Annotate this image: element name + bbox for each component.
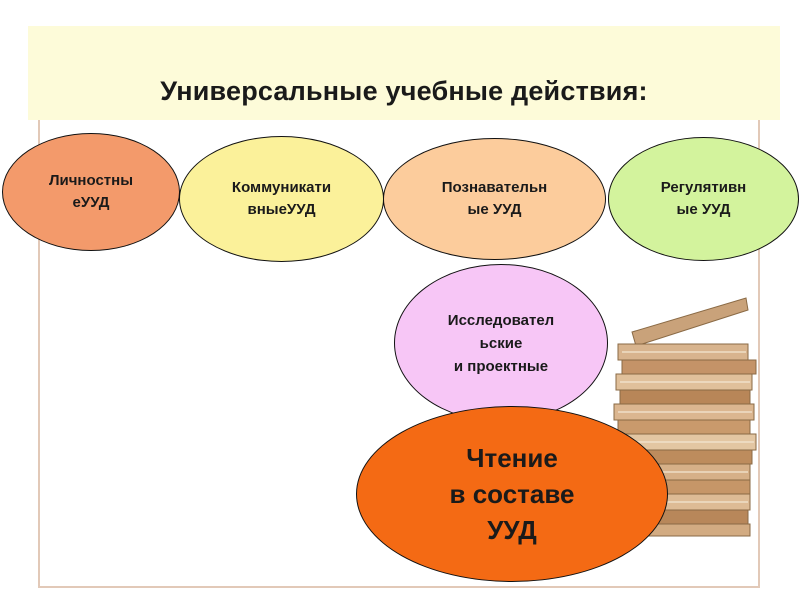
slide-title: Универсальные учебные действия: — [160, 76, 648, 106]
reading-in-uud-node: Чтение в составе УУД — [356, 406, 668, 582]
personal-uud-label: Личностны еУУД — [48, 172, 134, 211]
regulatory-uud-node: Регулятивн ые УУД — [608, 137, 799, 261]
cognitive-uud-label: Познавательн ые УУД — [441, 179, 548, 218]
regulatory-uud-label: Регулятивн ые УУД — [660, 179, 747, 218]
books-stack-image — [609, 297, 757, 537]
research-projects-node: Исследовател ьские и проектные — [394, 264, 608, 422]
title-band — [28, 26, 780, 120]
communicative-uud-label: Коммуникати вныеУУД — [231, 179, 332, 218]
research-projects-label: Исследовател ьские и проектные — [447, 311, 555, 375]
personal-uud-node: Личностны еУУД — [2, 133, 180, 251]
cognitive-uud-node: Познавательн ые УУД — [383, 138, 606, 260]
communicative-uud-node: Коммуникати вныеУУД — [179, 136, 384, 262]
reading-in-uud-label: Чтение в составе УУД — [449, 443, 575, 545]
